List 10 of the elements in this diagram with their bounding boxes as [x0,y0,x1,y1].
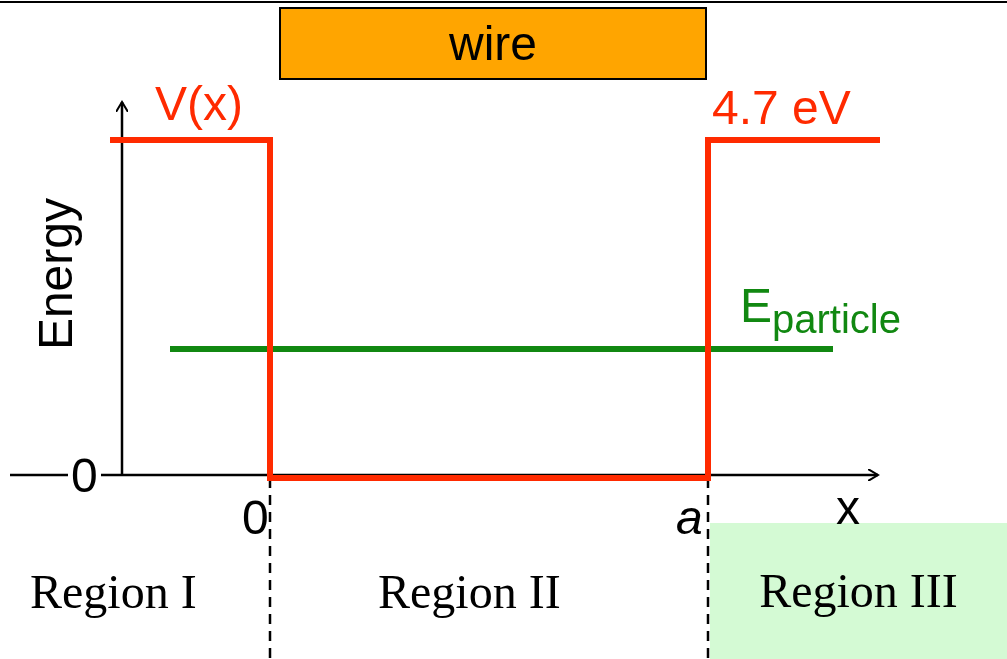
particle-energy-label: E$_{particle}$ [740,282,901,339]
potential-label: V(x) [155,80,243,128]
axis-title: Energy [32,198,80,351]
barrier-height-label: 4.7 eV [712,84,851,132]
region-label: Region II [378,568,561,616]
tick-label: a [676,494,703,542]
wire-box: wire [279,7,707,80]
region-label: Region I [30,568,197,616]
tick-label: 0 [242,494,269,542]
region-panel: Region III [710,523,1007,659]
